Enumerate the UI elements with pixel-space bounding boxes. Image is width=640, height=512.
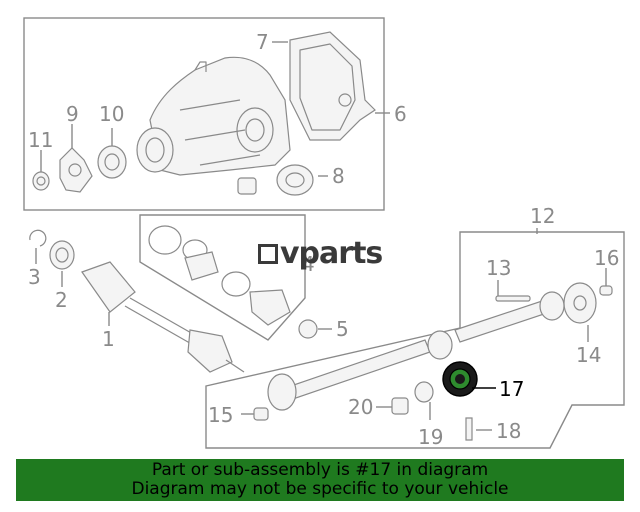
axle-seal bbox=[49, 240, 75, 270]
pin-16 bbox=[599, 285, 613, 296]
damper-20 bbox=[391, 397, 409, 415]
bolt-18 bbox=[465, 417, 473, 441]
center-support-bearing bbox=[442, 361, 478, 397]
callout-8: 8 bbox=[332, 164, 345, 188]
group-box-differential bbox=[23, 17, 385, 211]
driveshaft bbox=[267, 291, 565, 411]
callout-9: 9 bbox=[66, 102, 79, 126]
callout-17: 17 bbox=[499, 377, 524, 401]
callout-15: 15 bbox=[208, 403, 233, 427]
callout-7: 7 bbox=[256, 30, 269, 54]
differential-housing bbox=[136, 56, 291, 176]
callout-11: 11 bbox=[28, 128, 53, 152]
bushing bbox=[237, 177, 257, 195]
callout-4: 4 bbox=[302, 252, 315, 276]
leader-lines bbox=[35, 41, 607, 431]
callout-14: 14 bbox=[576, 343, 601, 367]
watermark-logo: vparts bbox=[258, 236, 383, 271]
logo-mark-icon bbox=[258, 244, 278, 264]
axle-nut bbox=[298, 319, 318, 339]
boot-kit-parts bbox=[148, 225, 291, 326]
callout-19: 19 bbox=[418, 425, 443, 449]
axle-seal-inner bbox=[55, 247, 69, 263]
differential-cover bbox=[289, 31, 376, 141]
callout-5: 5 bbox=[336, 317, 349, 341]
callout-2: 2 bbox=[55, 288, 68, 312]
callout-3: 3 bbox=[28, 265, 41, 289]
companion-flange bbox=[59, 147, 93, 193]
callout-16: 16 bbox=[594, 246, 619, 270]
callout-18: 18 bbox=[496, 419, 521, 443]
bolt-13 bbox=[495, 295, 531, 302]
banner-line-2: Diagram may not be specific to your vehi… bbox=[131, 479, 509, 499]
callout-20: 20 bbox=[348, 395, 373, 419]
info-banner: Part or sub-assembly is #17 in diagram D… bbox=[16, 459, 624, 501]
bushing-15 bbox=[253, 407, 269, 421]
callout-6: 6 bbox=[394, 102, 407, 126]
axle-shaft bbox=[81, 261, 245, 373]
callout-1: 1 bbox=[102, 327, 115, 351]
output-seal bbox=[276, 164, 314, 196]
logo-text: vparts bbox=[280, 236, 383, 271]
group-box-boot-kit bbox=[139, 214, 306, 341]
group-box-driveshaft bbox=[205, 231, 625, 449]
pinion-seal bbox=[97, 145, 127, 179]
washer-19 bbox=[414, 381, 434, 403]
pinion-nut bbox=[32, 171, 50, 191]
callout-12: 12 bbox=[530, 204, 555, 228]
callout-13: 13 bbox=[486, 256, 511, 280]
snap-ring bbox=[29, 229, 47, 247]
callout-10: 10 bbox=[99, 102, 124, 126]
flex-disc bbox=[563, 282, 597, 324]
banner-line-1: Part or sub-assembly is #17 in diagram bbox=[151, 460, 489, 480]
